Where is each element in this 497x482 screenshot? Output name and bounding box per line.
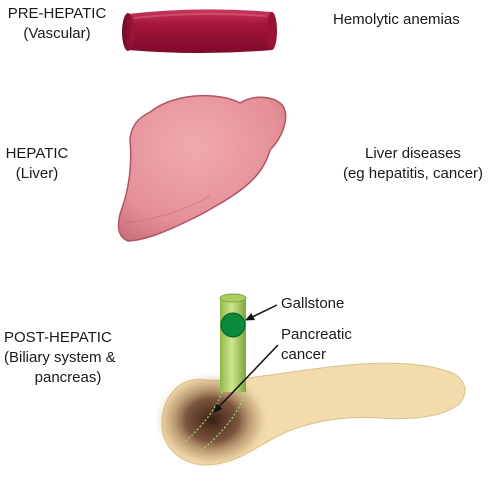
pancreas [154, 362, 466, 468]
blood-vessel [122, 9, 277, 53]
gallstone-label: Gallstone [281, 295, 345, 312]
pancreatic-cancer-label-line1: Pancreatic [281, 326, 352, 343]
liver [117, 94, 287, 242]
post-hepatic-subtitle-line1: (Biliary system & [4, 349, 116, 366]
gallstone-arrow [245, 304, 278, 321]
hepatic-subtitle: (Liver) [15, 165, 59, 182]
pancreatic-cancer-arrow [213, 344, 279, 413]
post-hepatic-title: POST-HEPATIC [4, 329, 112, 346]
hepatic-example-line1: Liver diseases [365, 145, 461, 162]
pre-hepatic-title: PRE-HEPATIC [7, 5, 107, 22]
hepatic-example-line2: (eg hepatitis, cancer) [342, 165, 484, 182]
post-hepatic-subtitle-line2: pancreas) [34, 369, 102, 386]
gallstone [220, 312, 246, 338]
pancreatic-cancer-label-line2: cancer [281, 346, 327, 363]
pre-hepatic-example: Hemolytic anemias [333, 11, 460, 28]
hepatic-title: HEPATIC [5, 145, 69, 162]
pre-hepatic-subtitle: (Vascular) [23, 25, 91, 42]
